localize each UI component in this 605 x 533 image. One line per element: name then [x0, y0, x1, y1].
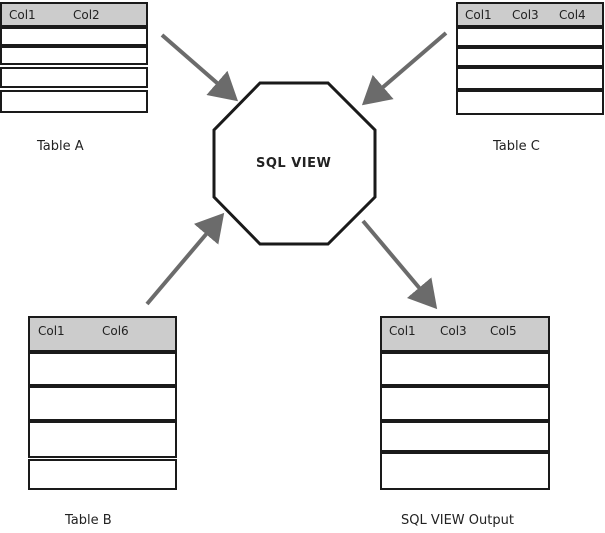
table-row	[0, 27, 148, 46]
table-row	[0, 90, 148, 113]
arrow-table-a-to-view	[160, 33, 239, 102]
table-a-col-2: Col2	[73, 7, 100, 22]
table-c-header: Col1 Col3 Col4	[456, 2, 604, 27]
table-b-header: Col1 Col6	[28, 316, 177, 352]
table-a-header: Col1 Col2	[0, 2, 148, 27]
table-b-col-1: Col1	[38, 324, 65, 338]
table-row	[380, 386, 550, 421]
table-row	[0, 67, 148, 88]
table-row	[28, 352, 177, 386]
output-table-caption: SQL VIEW Output	[401, 513, 514, 528]
output-table-header: Col1 Col3 Col5	[380, 316, 550, 352]
arrow-table-c-to-view	[361, 31, 448, 106]
table-row	[380, 452, 550, 490]
table-row	[456, 90, 604, 115]
table-a-col-1: Col1	[9, 7, 36, 22]
table-row	[380, 421, 550, 452]
table-c-col-1: Col1	[465, 7, 492, 22]
table-b-col-2: Col6	[102, 324, 129, 338]
output-col-2: Col3	[440, 324, 467, 338]
output-table: Col1 Col3 Col5	[380, 316, 550, 490]
sql-view-label: SQL VIEW	[256, 156, 332, 171]
table-row	[28, 459, 177, 490]
table-row	[456, 47, 604, 67]
table-c-col-3: Col4	[559, 7, 586, 22]
table-a-caption: Table A	[37, 139, 84, 154]
output-col-3: Col5	[490, 324, 517, 338]
arrow-view-to-output	[361, 219, 438, 310]
arrow-table-b-to-view	[145, 212, 225, 306]
table-c: Col1 Col3 Col4	[456, 0, 604, 116]
table-row	[380, 352, 550, 386]
output-col-1: Col1	[389, 324, 416, 338]
table-row	[0, 46, 148, 65]
table-b-caption: Table B	[65, 513, 112, 528]
table-row	[456, 27, 604, 47]
table-row	[28, 386, 177, 421]
table-row	[456, 67, 604, 90]
table-c-caption: Table C	[493, 139, 540, 154]
table-row	[28, 421, 177, 458]
sql-view-octagon	[212, 81, 377, 246]
table-b: Col1 Col6	[28, 316, 177, 490]
table-a: Col1 Col2	[0, 0, 148, 114]
table-c-col-2: Col3	[512, 7, 539, 22]
